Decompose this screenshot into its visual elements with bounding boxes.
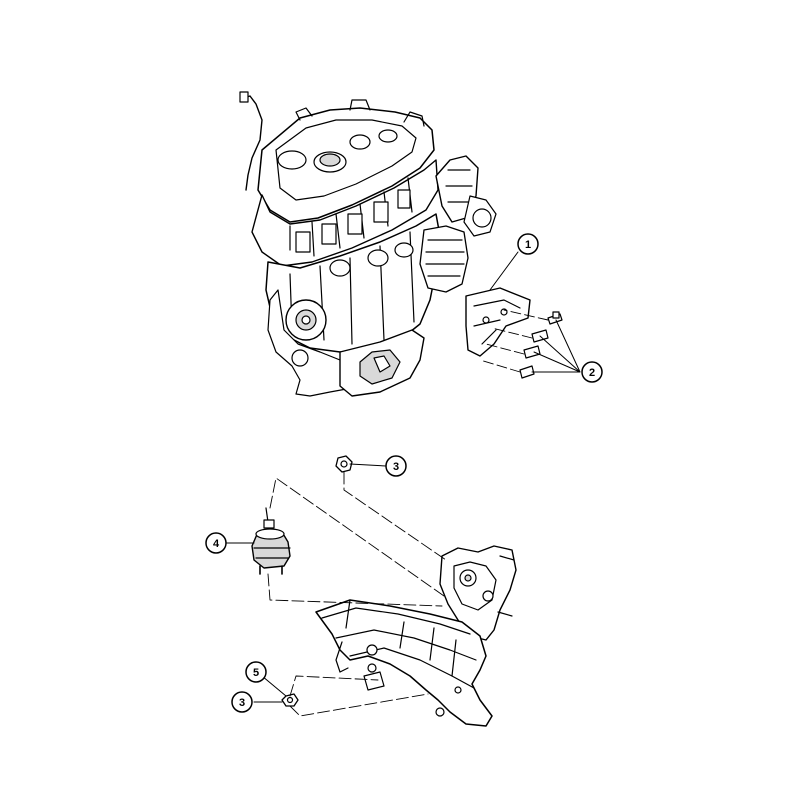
callout-4-label: 4 <box>213 538 220 550</box>
callout-4: 4 <box>205 532 227 554</box>
callout-3-upper-label: 3 <box>393 461 399 473</box>
callout-5: 5 <box>245 661 267 683</box>
callout-3-lower: 3 <box>231 691 253 713</box>
callout-2-label: 2 <box>589 367 595 379</box>
engine-mount-insulator <box>251 507 291 575</box>
mount-cradle-assembly <box>251 455 517 727</box>
engine-assembly <box>239 91 563 397</box>
callout-5-label: 5 <box>253 667 259 679</box>
callout-leaders <box>225 251 581 703</box>
bracket-bolts <box>519 311 563 379</box>
callout-2: 2 <box>581 361 603 383</box>
callout-3-upper: 3 <box>385 455 407 477</box>
callout-1-label: 1 <box>525 239 531 251</box>
callout-1: 1 <box>517 233 539 255</box>
callout-3-lower-label: 3 <box>239 697 245 709</box>
